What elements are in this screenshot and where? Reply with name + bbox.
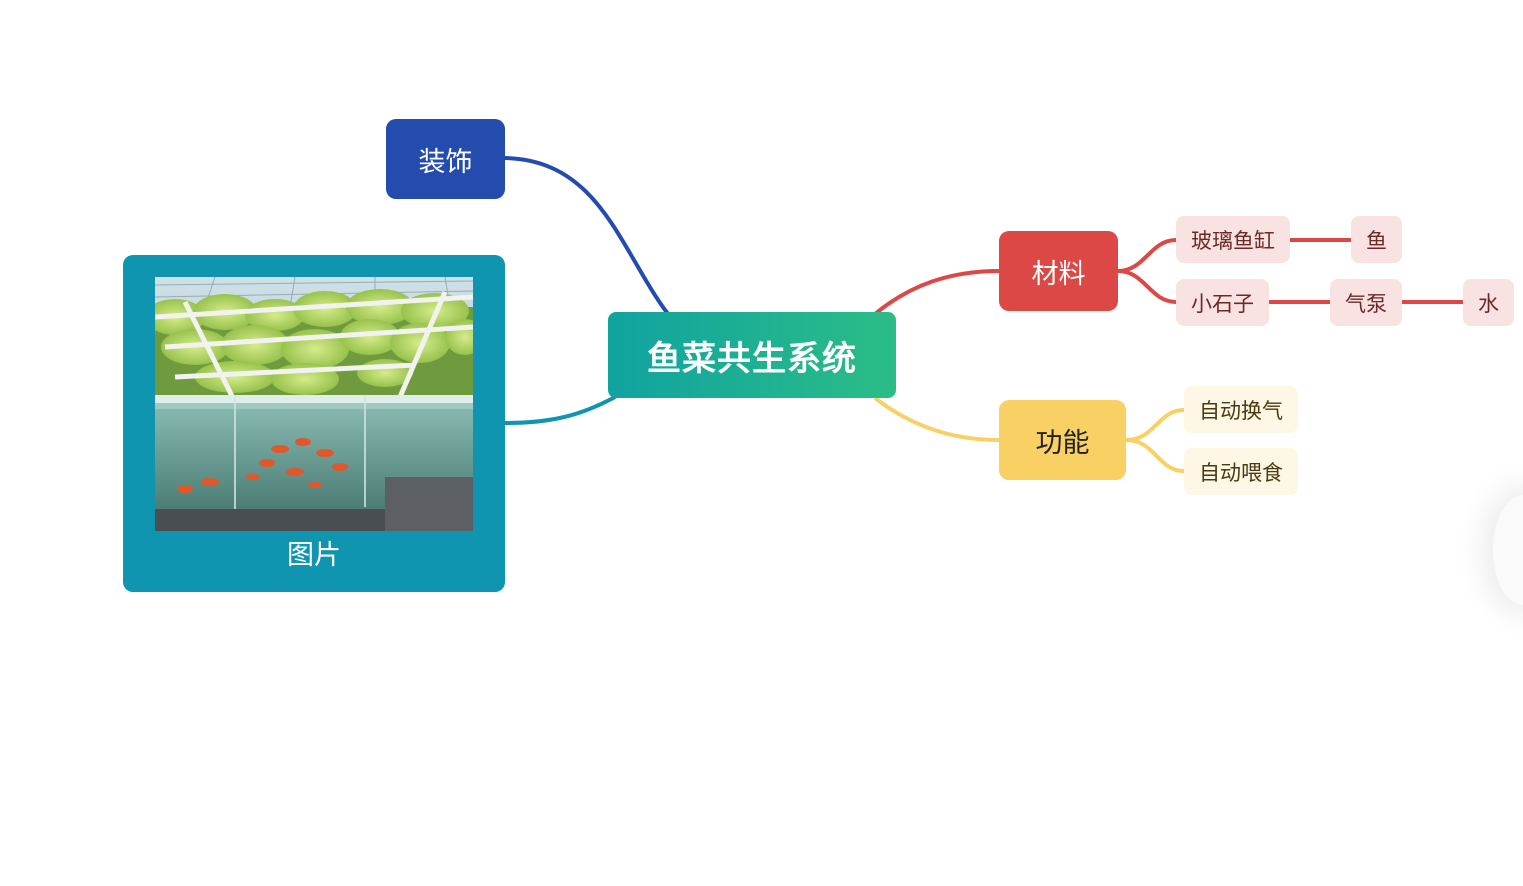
connector-root-decor <box>504 156 670 316</box>
connector-root-image <box>504 395 616 425</box>
subtopic-stones[interactable]: 小石子 <box>1176 279 1269 326</box>
subtopic-air-pump[interactable]: 气泵 <box>1330 279 1402 326</box>
subtopic-glass-tank[interactable]: 玻璃鱼缸 <box>1176 216 1290 263</box>
image-topic-label: 图片 <box>287 540 341 571</box>
topic-material[interactable]: 材料 <box>999 231 1118 311</box>
connector-function-feed <box>1125 438 1185 473</box>
topic-image[interactable]: 图片 <box>123 255 505 592</box>
topic-function[interactable]: 功能 <box>999 400 1126 480</box>
aquaponics-photo <box>155 277 473 531</box>
connector-material-glass <box>1117 238 1177 273</box>
subtopic-auto-ventilation[interactable]: 自动换气 <box>1184 386 1298 433</box>
subtopic-auto-feeding[interactable]: 自动喂食 <box>1184 448 1298 495</box>
root-topic[interactable]: 鱼菜共生系统 <box>608 312 896 398</box>
subtopic-fish[interactable]: 鱼 <box>1351 216 1402 263</box>
connector-root-material <box>873 269 1000 316</box>
subtopic-water[interactable]: 水 <box>1463 279 1514 326</box>
connector-root-function <box>873 396 1000 442</box>
connector-material-stones <box>1117 269 1177 304</box>
connector-function-air <box>1125 408 1185 442</box>
topic-decor[interactable]: 装饰 <box>386 119 505 199</box>
